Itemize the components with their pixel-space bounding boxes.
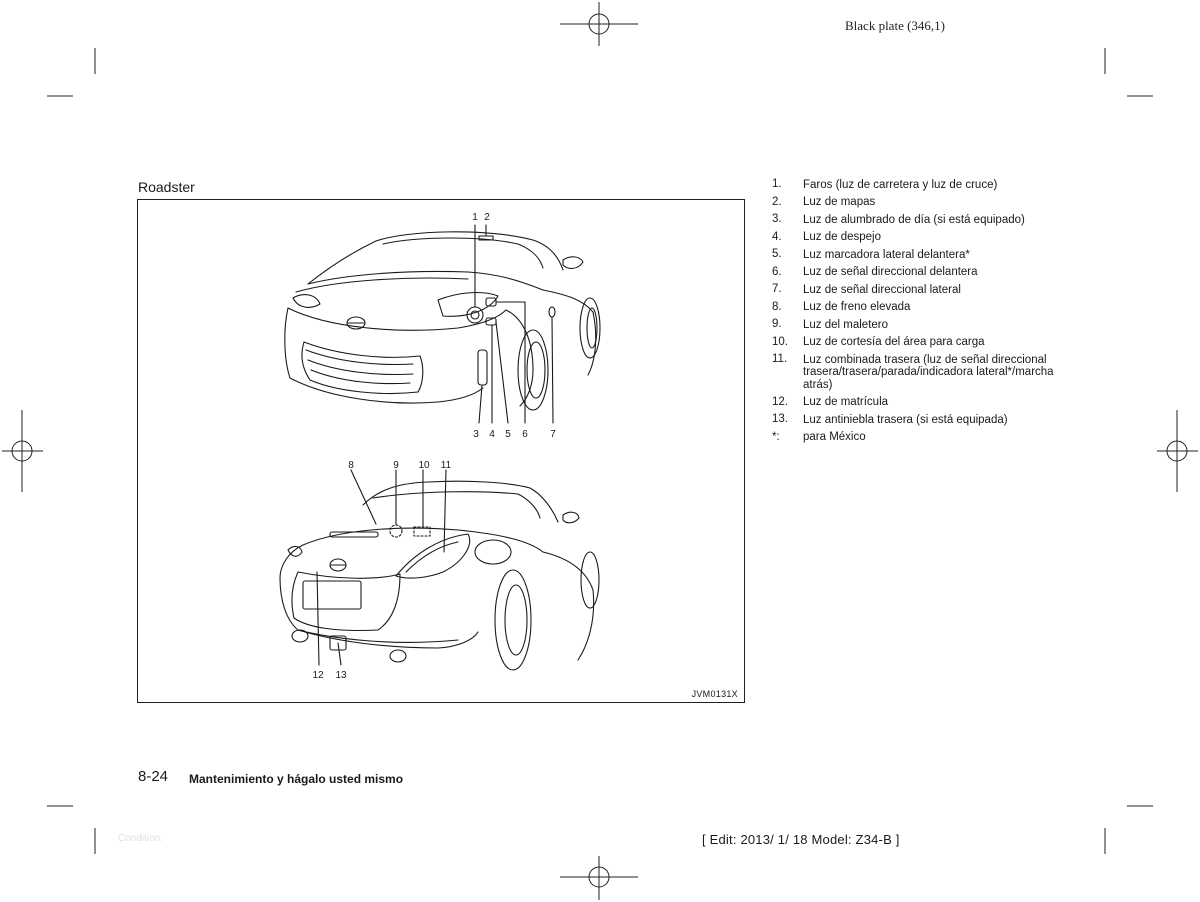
legend-text: Luz de cortesía del área para carga	[803, 336, 985, 348]
section-label: Roadster	[138, 179, 195, 195]
legend-text: Faros (luz de carretera y luz de cruce)	[803, 178, 998, 191]
edit-info: [ Edit: 2013/ 1/ 18 Model: Z34-B ]	[702, 832, 900, 847]
legend-text: Luz combinada trasera (luz de señal dire…	[803, 353, 1054, 391]
legend-num: 11.	[772, 353, 788, 365]
callout-8: 8	[348, 460, 354, 471]
legend-item: 6. Luz de señal direccional delantera	[772, 264, 1072, 282]
light-legend: 1. Faros (luz de carretera y luz de cruce…	[772, 176, 1072, 446]
legend-item: 11. Luz combinada trasera (luz de señal d…	[772, 351, 1072, 394]
legend-num: 8.	[772, 300, 782, 313]
callout-5: 5	[505, 429, 511, 440]
legend-num: 5.	[772, 248, 782, 260]
legend-num: 9.	[772, 318, 782, 330]
legend-item: 3. Luz de alumbrado de día (si está equip…	[772, 211, 1072, 229]
chapter-title: Mantenimiento y hágalo usted mismo	[189, 772, 404, 786]
legend-text: Luz marcadora lateral delantera*	[803, 248, 970, 261]
legend-text: Luz de matrícula	[803, 396, 889, 408]
callout-12: 12	[312, 670, 324, 681]
car-illustration: 1 2 3 4 5 6 7 8 9 10 11 12 13	[279, 212, 601, 681]
legend-item: *: para México	[772, 429, 1072, 447]
plate-label: Black plate (346,1)	[845, 18, 945, 33]
page-number: 8-24	[138, 768, 169, 785]
callout-1: 1	[472, 212, 478, 223]
legend-item: 2. Luz de mapas	[772, 194, 1072, 212]
legend-num: 6.	[772, 265, 782, 278]
legend-text: Luz de alumbrado de día (si está equipad…	[803, 213, 1025, 226]
legend-item: 8. Luz de freno elevada	[772, 299, 1072, 317]
legend-text: Luz de señal direccional lateral	[803, 283, 961, 296]
callout-10: 10	[418, 460, 430, 471]
callout-7: 7	[550, 429, 556, 440]
callout-6: 6	[522, 429, 528, 440]
legend-item: 4. Luz de despejo	[772, 229, 1072, 247]
legend-num: *:	[772, 430, 780, 443]
condition-label: Condition:	[118, 833, 164, 844]
legend-num: 3.	[772, 213, 782, 225]
callout-11: 11	[441, 460, 452, 471]
legend-num: 12.	[772, 395, 788, 408]
legend-item: 12. Luz de matrícula	[772, 394, 1072, 412]
legend-text: Luz de señal direccional delantera	[803, 266, 978, 278]
legend-text: Luz del maletero	[803, 318, 889, 331]
callout-9: 9	[393, 460, 399, 471]
legend-text: Luz antiniebla trasera (si está equipada…	[803, 413, 1008, 426]
figure-code: JVM0131X	[691, 689, 738, 699]
legend-text: Luz de despejo	[803, 231, 882, 243]
callout-13: 13	[335, 670, 347, 681]
front-car-drawing	[284, 224, 601, 424]
legend-num: 13.	[772, 413, 788, 425]
legend-num: 10.	[772, 335, 788, 348]
legend-num: 2.	[772, 195, 782, 208]
legend-text: Luz de freno elevada	[803, 301, 911, 313]
legend-item: 1. Faros (luz de carretera y luz de cruce…	[772, 176, 1072, 194]
callout-3: 3	[473, 429, 479, 440]
light-locations-figure: 1 2 3 4 5 6 7 8 9 10 11 12 13 JVM0131X	[137, 199, 745, 703]
legend-item: 7. Luz de señal direccional lateral	[772, 281, 1072, 299]
legend-text: Luz de mapas	[803, 196, 876, 208]
callout-2: 2	[484, 212, 490, 223]
legend-num: 4.	[772, 230, 782, 243]
callout-4: 4	[489, 429, 495, 440]
legend-text: para México	[803, 431, 866, 443]
legend-num: 7.	[772, 283, 782, 295]
legend-num: 1.	[772, 178, 782, 190]
legend-item: 10. Luz de cortesía del área para carga	[772, 334, 1072, 352]
legend-item: 9. Luz del maletero	[772, 316, 1072, 334]
legend-item: 13. Luz antiniebla trasera (si está equip…	[772, 411, 1072, 429]
legend-item: 5. Luz marcadora lateral delantera*	[772, 246, 1072, 264]
rear-car-drawing	[279, 469, 600, 671]
